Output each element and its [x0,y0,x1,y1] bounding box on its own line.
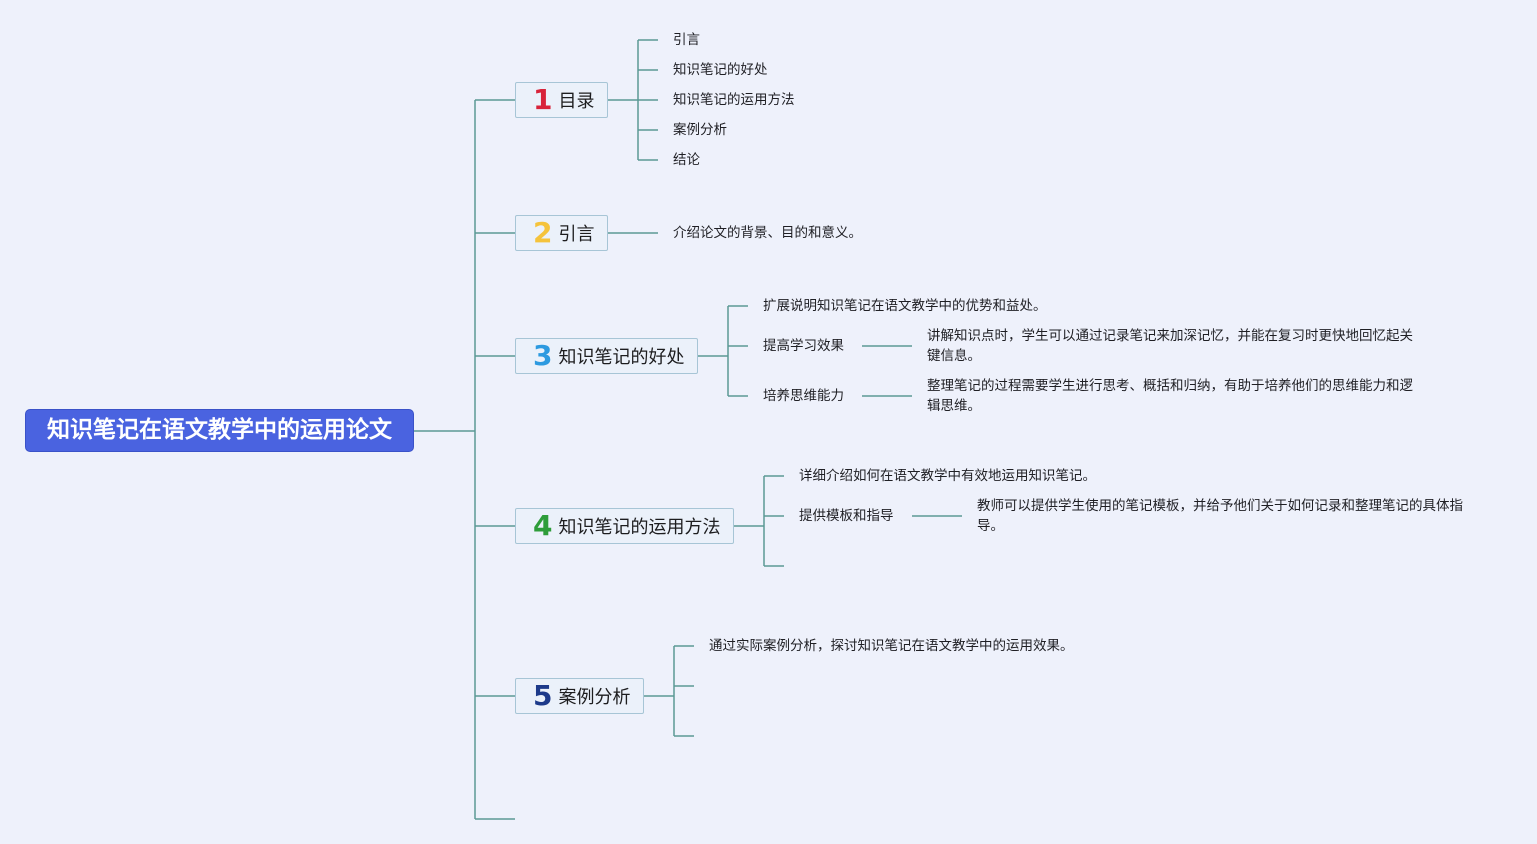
leaf-2-1[interactable]: 介绍论文的背景、目的和意义。 [673,225,862,241]
leaf-1-4[interactable]: 案例分析 [673,122,727,138]
branch-label-5: 案例分析 [558,687,631,708]
root-node[interactable]: 知识笔记在语文教学中的运用论文 [25,409,414,452]
sub-4-1[interactable]: 提供模板和指导 [799,508,894,524]
branch-number-5: 5 [533,679,553,712]
intro-3[interactable]: 扩展说明知识笔记在语文教学中的优势和益处。 [763,298,1047,314]
intro-5[interactable]: 通过实际案例分析，探讨知识笔记在语文教学中的运用效果。 [709,638,1074,654]
sub-3-2[interactable]: 培养思维能力 [763,388,844,404]
leaf-1-3[interactable]: 知识笔记的运用方法 [673,92,795,108]
branch-node-2[interactable]: 2 引言 [515,215,608,251]
detail-3-1[interactable]: 讲解知识点时，学生可以通过记录笔记来加深记忆，并能在复习时更快地回忆起关键信息。 [927,328,1413,364]
branch-number-1: 1 [533,83,553,116]
branch-label-2: 引言 [558,224,595,245]
sub-3-1[interactable]: 提高学习效果 [763,338,844,354]
leaf-1-1[interactable]: 引言 [673,32,700,48]
intro-4[interactable]: 详细介绍如何在语文教学中有效地运用知识笔记。 [799,468,1096,484]
branch-node-3[interactable]: 3 知识笔记的好处 [515,338,698,374]
branch-label-4: 知识笔记的运用方法 [558,517,721,538]
branch-number-4: 4 [533,509,553,542]
branch-node-1[interactable]: 1 目录 [515,82,608,118]
branch-label-3: 知识笔记的好处 [558,347,685,368]
branch-number-3: 3 [533,339,553,372]
branch-node-5[interactable]: 5 案例分析 [515,678,644,714]
detail-3-2[interactable]: 整理笔记的过程需要学生进行思考、概括和归纳，有助于培养他们的思维能力和逻辑思维。 [927,378,1413,414]
leaf-1-2[interactable]: 知识笔记的好处 [673,62,768,78]
branch-label-1: 目录 [558,91,595,112]
branch-node-4[interactable]: 4 知识笔记的运用方法 [515,508,734,544]
detail-4-1[interactable]: 教师可以提供学生使用的笔记模板，并给予他们关于如何记录和整理笔记的具体指导。 [977,498,1463,534]
leaf-1-5[interactable]: 结论 [673,152,700,168]
branch-number-2: 2 [533,216,553,249]
